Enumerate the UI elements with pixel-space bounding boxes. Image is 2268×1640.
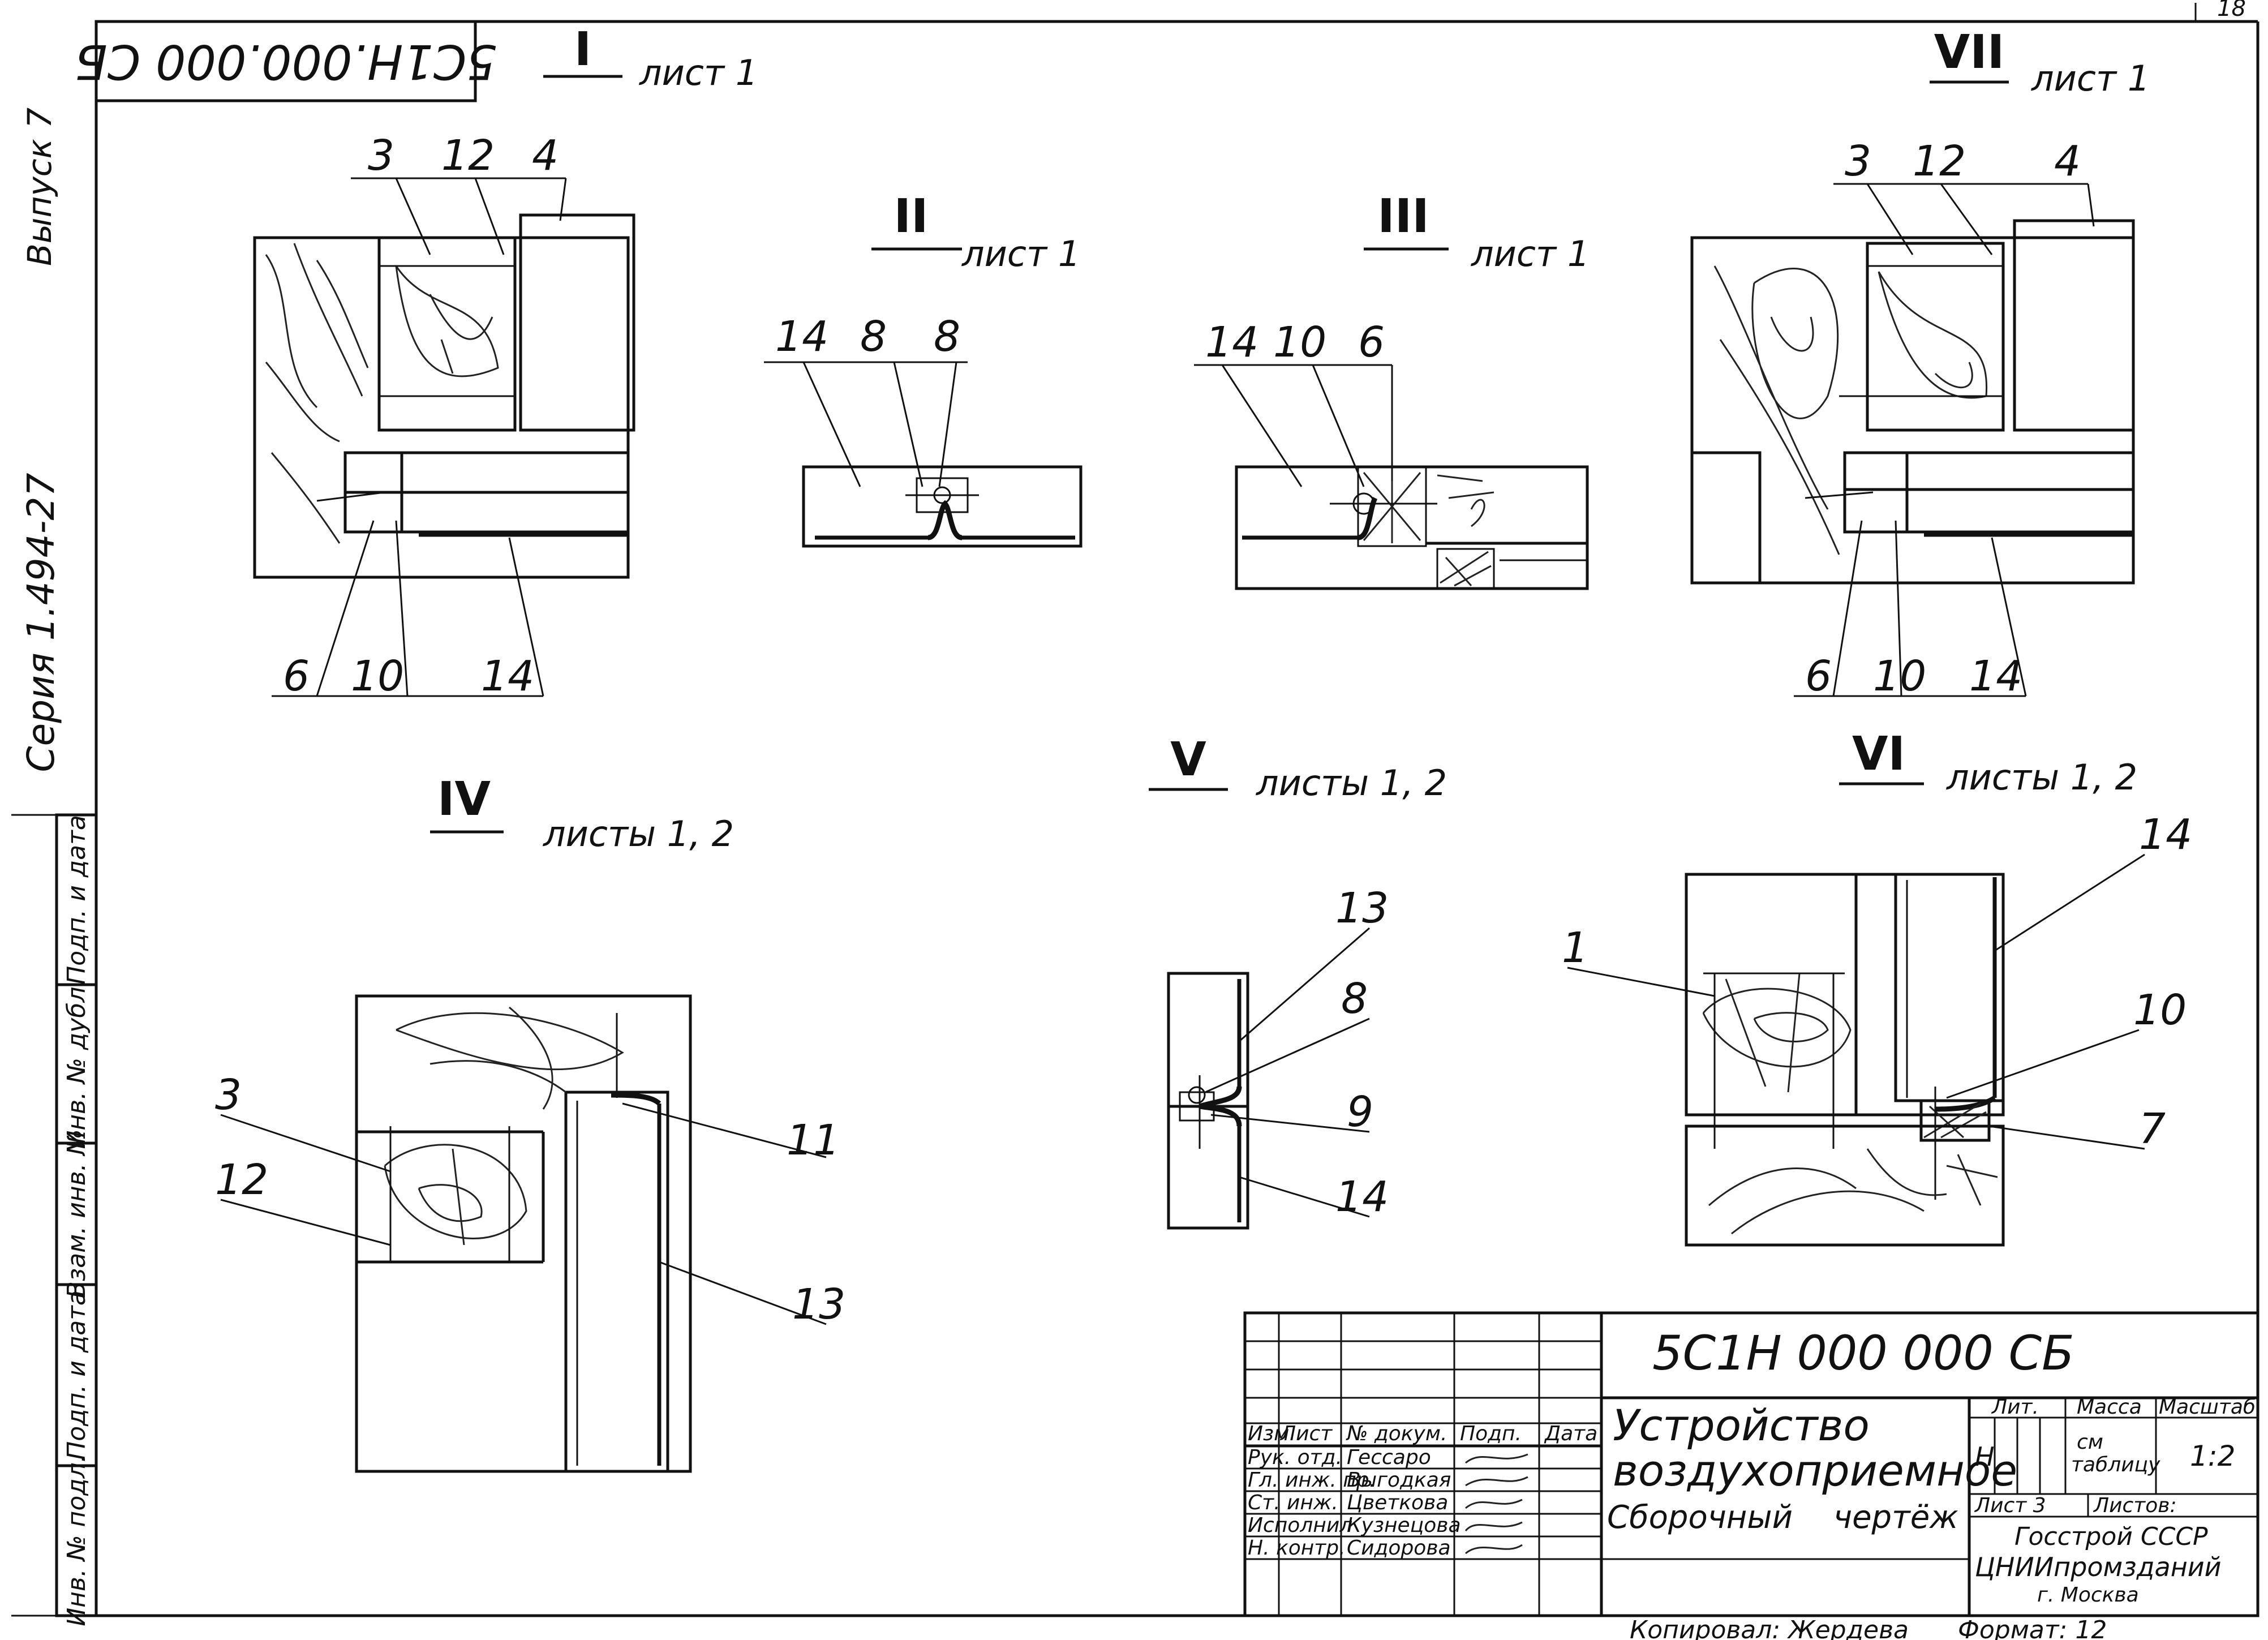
callout-I-10: 10 <box>351 652 404 701</box>
lit-header: Лит. <box>1991 1396 2039 1419</box>
org-line-3: г. Москва <box>2037 1583 2139 1607</box>
callout-V-13: 13 <box>1335 884 1389 933</box>
org-line-1: Госстрой СССР <box>2014 1522 2208 1551</box>
subtitle-right: чертёж <box>1833 1499 1958 1536</box>
callout-I-3: 3 <box>368 131 394 180</box>
callout-IV-11: 11 <box>787 1116 840 1165</box>
view-IV: IV листы 1, 2 3 12 11 13 <box>215 772 845 1473</box>
issue-label: Выпуск 7 <box>20 108 59 266</box>
role-5: Н. контр. <box>1248 1536 1346 1560</box>
view-II-numeral: II <box>894 190 928 243</box>
hdr-podp: Подп. <box>1460 1422 1522 1445</box>
strip-box-2: Инв. № дубл. <box>62 978 91 1149</box>
callout-VII-3: 3 <box>1845 137 1871 186</box>
callout-II-8b: 8 <box>934 312 960 361</box>
callout-IV-12: 12 <box>215 1156 268 1204</box>
callout-III-14: 14 <box>1205 318 1258 367</box>
view-VI-numeral: VI <box>1852 727 1905 781</box>
top-stamp-box: 5С1Н.000.000 СБ <box>75 20 497 102</box>
footer-copied: Копировал: Жердева <box>1630 1616 1909 1640</box>
callout-VII-12: 12 <box>1913 137 1966 186</box>
left-strip: Выпуск 7 Серия 1.494-27 Подп. и дата Инв… <box>11 108 98 1626</box>
callout-VI-7: 7 <box>2139 1105 2166 1153</box>
stamp-code: 5С1Н.000.000 СБ <box>75 34 497 89</box>
hdr-data: Дата <box>1544 1422 1597 1445</box>
title-line-2: воздухоприемное <box>1613 1445 2017 1496</box>
strip-box-1: Подп. и дата <box>62 815 91 985</box>
callout-I-4: 4 <box>532 131 559 180</box>
callout-IV-3: 3 <box>215 1071 242 1119</box>
view-VII-ref: лист 1 <box>2031 58 2150 99</box>
scale-header: Масштаб <box>2159 1396 2256 1419</box>
name-4: Кузнецова <box>1347 1514 1461 1537</box>
view-V: V листы 1, 2 13 8 9 14 <box>1149 733 1447 1230</box>
strip-box-4: Подп. и дата <box>62 1290 91 1460</box>
callout-VI-14: 14 <box>2139 810 2192 859</box>
callout-V-9: 9 <box>1347 1088 1373 1136</box>
view-I: I лист 1 3 12 4 6 10 14 <box>253 23 758 701</box>
view-V-numeral: V <box>1170 733 1206 787</box>
name-2: Выгодкая <box>1347 1469 1451 1492</box>
corner-sheet-number: 18 <box>2217 0 2246 22</box>
sheets-label: Листов: <box>2093 1494 2177 1517</box>
view-III-numeral: III <box>1377 190 1429 243</box>
name-5: Сидорова <box>1347 1536 1451 1560</box>
mass-value-2: таблицу <box>2071 1453 2160 1476</box>
name-3: Цветкова <box>1347 1491 1448 1514</box>
org-line-2: ЦНИИпромзданий <box>1975 1552 2222 1582</box>
mass-value-1: см <box>2077 1431 2103 1454</box>
role-2: Гл. инж. пр. <box>1248 1469 1376 1492</box>
hdr-izm: Изм. <box>1248 1422 1296 1445</box>
role-1: Рук. отд. <box>1248 1446 1342 1469</box>
view-VI: VI листы 1, 2 14 1 10 7 <box>1562 727 2192 1247</box>
lit-value: Н <box>1975 1441 1995 1472</box>
view-IV-numeral: IV <box>437 772 491 826</box>
name-1: Гессаро <box>1347 1446 1431 1469</box>
role-3: Ст. инж. <box>1248 1491 1338 1514</box>
view-VII-numeral: VII <box>1934 25 2004 79</box>
callout-I-6: 6 <box>283 652 310 701</box>
view-III-ref: лист 1 <box>1471 233 1590 274</box>
view-III: III лист 1 14 10 6 <box>1194 190 1590 590</box>
callout-VII-14: 14 <box>1969 652 2022 701</box>
callout-VI-1: 1 <box>1562 924 1588 972</box>
mass-header: Масса <box>2077 1396 2142 1419</box>
callout-II-14: 14 <box>775 312 828 361</box>
callout-III-6: 6 <box>1358 318 1385 367</box>
callout-III-10: 10 <box>1273 318 1326 367</box>
callout-VII-4: 4 <box>2054 137 2081 186</box>
title-block: Изм. Лист № докум. Подп. Дата Рук. отд. … <box>1243 1311 2260 1617</box>
doc-code: 5С1Н 000 000 СБ <box>1652 1325 2074 1381</box>
view-IV-ref: листы 1, 2 <box>543 813 734 855</box>
view-II: II лист 1 14 8 8 <box>764 190 1083 548</box>
callout-II-8a: 8 <box>860 312 887 361</box>
sheet-label: Лист 3 <box>1974 1494 2046 1517</box>
view-II-ref: лист 1 <box>961 233 1080 274</box>
role-4: Исполнил <box>1248 1514 1352 1537</box>
series-label: Серия 1.494-27 <box>19 473 63 772</box>
footer-format: Формат: 12 <box>1958 1616 2107 1640</box>
callout-I-12: 12 <box>441 131 495 180</box>
hdr-list: Лист <box>1279 1422 1333 1445</box>
signatures <box>1464 1453 1528 1555</box>
view-V-ref: листы 1, 2 <box>1256 762 1447 804</box>
subtitle: Сборочный <box>1607 1499 1793 1536</box>
view-I-numeral: I <box>574 23 592 76</box>
callout-VI-10: 10 <box>2133 986 2187 1034</box>
strip-box-3: Взам. инв. № <box>62 1130 91 1299</box>
view-VII: VII лист 1 3 12 4 6 10 14 <box>1690 25 2150 701</box>
hdr-docnum: № докум. <box>1346 1422 1447 1445</box>
callout-V-8: 8 <box>1341 974 1368 1023</box>
callout-I-14: 14 <box>481 652 534 701</box>
scale-value: 1:2 <box>2190 1440 2235 1472</box>
strip-box-5: Инв. № подл. <box>62 1454 91 1626</box>
view-I-ref: лист 1 <box>639 52 758 93</box>
title-line-1: Устройство <box>1613 1400 1870 1450</box>
callout-V-14: 14 <box>1335 1173 1389 1221</box>
callout-VII-6: 6 <box>1805 652 1832 701</box>
view-VI-ref: листы 1, 2 <box>1946 757 2137 798</box>
